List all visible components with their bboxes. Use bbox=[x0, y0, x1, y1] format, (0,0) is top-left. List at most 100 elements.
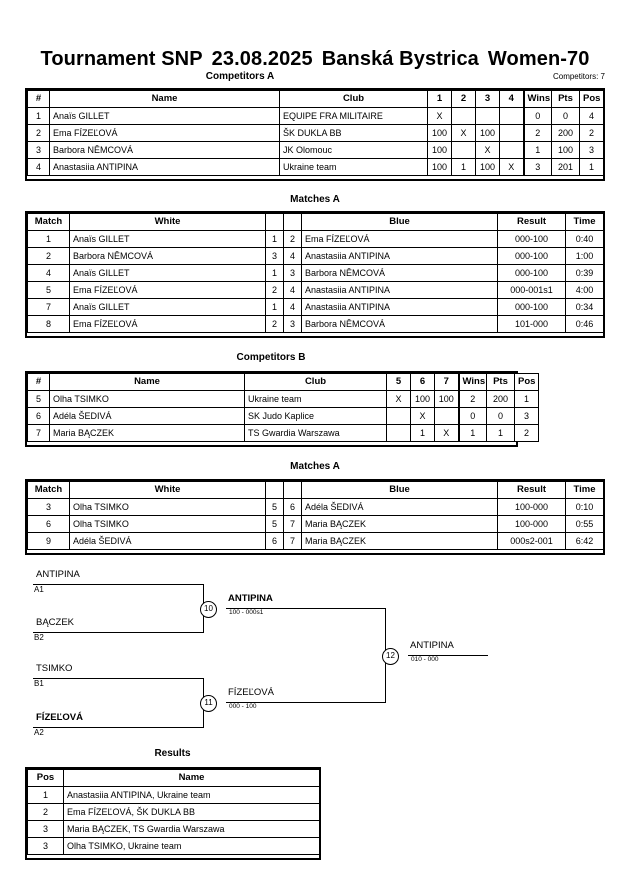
cell-wins: 3 bbox=[522, 158, 552, 176]
cell-white-seed: 1 bbox=[265, 264, 284, 282]
col-pos: Pos bbox=[27, 769, 64, 787]
cell-white-seed: 1 bbox=[265, 298, 284, 316]
cell-club: Ukraine team bbox=[244, 390, 387, 408]
cell-pos: 2 bbox=[514, 424, 539, 442]
col-white: White bbox=[69, 481, 266, 499]
cell-result: 000-100 bbox=[497, 264, 566, 282]
cell-opponent-result bbox=[475, 107, 500, 125]
col-white: White bbox=[69, 213, 266, 231]
tournament-name: Tournament SNP bbox=[40, 48, 203, 70]
cell-white-seed: 2 bbox=[265, 281, 284, 299]
cell-opponent-result bbox=[386, 424, 411, 442]
cell-match-number: 5 bbox=[27, 281, 70, 299]
cell-time: 1:00 bbox=[565, 247, 604, 265]
cell-opponent-result: X bbox=[434, 424, 459, 442]
cell-pts: 200 bbox=[551, 124, 580, 142]
col-club: Club bbox=[244, 373, 387, 391]
cell-opponent-result: 100 bbox=[427, 141, 452, 159]
cell-name: Barbora NĚMCOVÁ bbox=[49, 141, 280, 159]
matches-b-header-row: Match White Blue Result Time bbox=[27, 481, 604, 499]
bracket-line-seed-2 bbox=[33, 632, 204, 633]
cell-time: 4:00 bbox=[565, 281, 604, 299]
bracket-seed-code-4: A2 bbox=[34, 728, 44, 737]
col-name: Name bbox=[49, 373, 245, 391]
cell-pts: 200 bbox=[486, 390, 515, 408]
cell-pos: 3 bbox=[27, 820, 64, 838]
cell-blue-name: Adéla ŠEDIVÁ bbox=[301, 498, 498, 516]
cell-wins: 0 bbox=[522, 107, 552, 125]
col-pos: Pos bbox=[579, 90, 604, 108]
cell-wins: 2 bbox=[457, 390, 487, 408]
cell-pos: 3 bbox=[27, 837, 64, 855]
cell-match-number: 3 bbox=[27, 498, 70, 516]
cell-white-name: Ema FÍZEĽOVÁ bbox=[69, 315, 266, 333]
cell-pos: 4 bbox=[579, 107, 604, 125]
col-opp-3: 3 bbox=[475, 90, 500, 108]
col-match: Match bbox=[27, 481, 70, 499]
cell-opponent-result: 100 bbox=[410, 390, 435, 408]
cell-blue-name: Anastasiia ANTIPINA bbox=[301, 281, 498, 299]
cell-white-name: Adéla ŠEDIVÁ bbox=[69, 532, 266, 550]
cell-pts: 0 bbox=[551, 107, 580, 125]
pool-a-frame bbox=[25, 88, 605, 181]
cell-result: 000-100 bbox=[497, 247, 566, 265]
cell-name: Anaïs GILLET bbox=[49, 107, 280, 125]
finals-bracket: ANTIPINA A1 BĄCZEK B2 10 ANTIPINA 100 - … bbox=[0, 560, 630, 745]
col-opp-7: 7 bbox=[434, 373, 459, 391]
cell-time: 0:46 bbox=[565, 315, 604, 333]
cell-white-seed: 3 bbox=[265, 247, 284, 265]
cell-club: EQUIPE FRA MILITAIRE bbox=[279, 107, 428, 125]
col-white-num bbox=[265, 481, 284, 499]
cell-time: 0:10 bbox=[565, 498, 604, 516]
bracket-final-score: 010 - 000 bbox=[411, 656, 439, 663]
cell-num: 3 bbox=[27, 141, 50, 159]
section-title-matches-a: Matches A bbox=[290, 194, 340, 205]
cell-club: TS Gwardia Warszawa bbox=[244, 424, 387, 442]
cell-blue-seed: 4 bbox=[283, 247, 302, 265]
cell-num: 2 bbox=[27, 124, 50, 142]
cell-blue-name: Barbora NĚMCOVÁ bbox=[301, 264, 498, 282]
results-header-row: Pos Name bbox=[27, 769, 320, 787]
col-pts: Pts bbox=[551, 90, 580, 108]
bracket-sf-score-2: 000 - 100 bbox=[229, 703, 257, 710]
section-title-results: Results bbox=[154, 748, 191, 759]
cell-blue-name: Maria BĄCZEK bbox=[301, 515, 498, 533]
cell-opponent-result: X bbox=[410, 407, 435, 425]
col-pts: Pts bbox=[486, 373, 515, 391]
cell-pos: 3 bbox=[579, 141, 604, 159]
cell-opponent-result: 100 bbox=[427, 158, 452, 176]
col-white-num bbox=[265, 213, 284, 231]
col-time: Time bbox=[565, 213, 604, 231]
cell-result: 000-100 bbox=[497, 298, 566, 316]
cell-wins: 0 bbox=[457, 407, 487, 425]
cell-blue-name: Barbora NĚMCOVÁ bbox=[301, 315, 498, 333]
bracket-line-final bbox=[408, 655, 488, 656]
bracket-sf-winner-2: FÍZEĽOVÁ bbox=[228, 687, 274, 698]
cell-club: ŠK DUKLA BB bbox=[279, 124, 428, 142]
cell-name: Anastasiia ANTIPINA bbox=[49, 158, 280, 176]
cell-blue-seed: 4 bbox=[283, 298, 302, 316]
col-name: Name bbox=[63, 769, 320, 787]
cell-blue-name: Ema FÍZEĽOVÁ bbox=[301, 230, 498, 248]
cell-blue-seed: 4 bbox=[283, 281, 302, 299]
cell-name: Olha TSIMKO bbox=[49, 390, 245, 408]
col-result: Result bbox=[497, 213, 566, 231]
cell-name: Maria BĄCZEK, TS Gwardia Warszawa bbox=[63, 820, 320, 838]
section-title-competitors-b: Competitors B bbox=[236, 352, 306, 363]
cell-opponent-result bbox=[451, 107, 476, 125]
col-club: Club bbox=[279, 90, 428, 108]
cell-opponent-result: 100 bbox=[427, 124, 452, 142]
cell-pos: 3 bbox=[514, 407, 539, 425]
cell-wins: 2 bbox=[522, 124, 552, 142]
bracket-seed-name-2: BĄCZEK bbox=[36, 617, 75, 628]
bracket-seed-name-3: TSIMKO bbox=[36, 663, 73, 674]
cell-blue-seed: 7 bbox=[283, 515, 302, 533]
tournament-category: Women-70 bbox=[487, 48, 590, 70]
bracket-final-winner: ANTIPINA bbox=[410, 640, 454, 651]
